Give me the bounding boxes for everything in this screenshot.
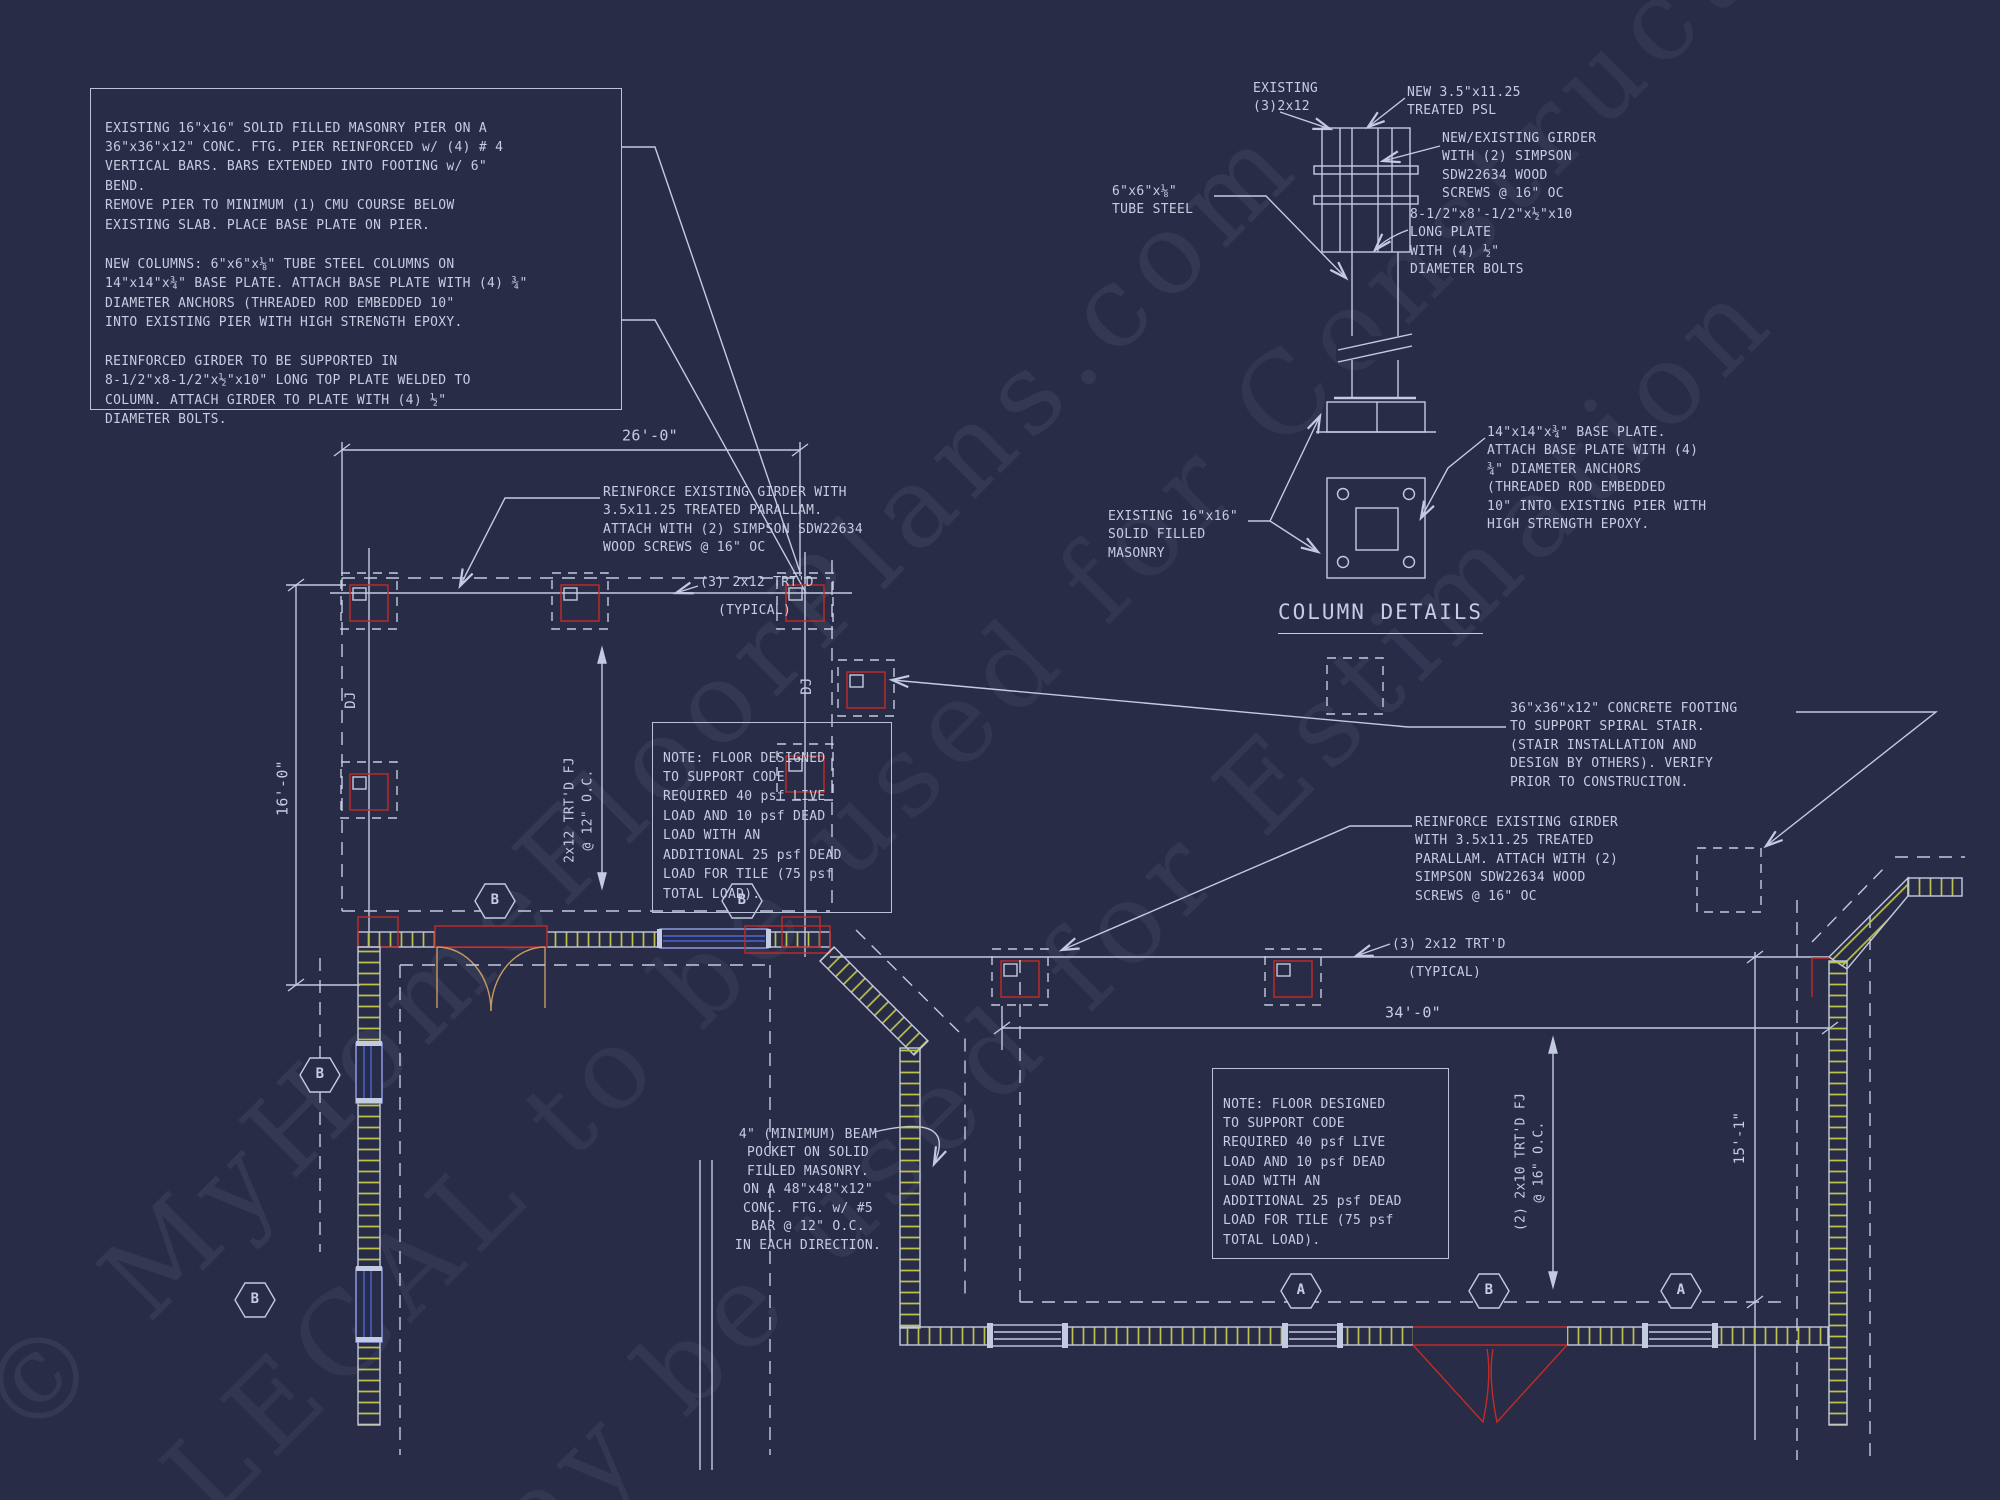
- right-plan-outline: [1019, 856, 1965, 1460]
- marker-b3: B: [315, 1066, 325, 1083]
- label-girder-screws: NEW/EXISTING GIRDER WITH (2) SIMPSON SDW…: [1442, 131, 1597, 202]
- reinforce-girder-leader: [458, 497, 600, 590]
- marker-b1: B: [490, 892, 500, 909]
- floor-note-box-left: NOTE: FLOOR DESIGNED TO SUPPORT CODE REQ…: [652, 722, 892, 914]
- marker-b4: B: [250, 1291, 260, 1308]
- dimension-15ft: [1746, 950, 1764, 1440]
- label-joist-right: (3) 2x12 TRT'D: [1392, 937, 1506, 952]
- marker-b5: B: [1484, 1282, 1494, 1299]
- window-bottom-3: [1642, 1323, 1718, 1348]
- dimension-16ft: [286, 578, 360, 992]
- marker-a1: A: [1296, 1282, 1306, 1299]
- joist-arrow-right: [1548, 1035, 1558, 1290]
- masonry-wall-top: [357, 916, 831, 949]
- marker-a2: A: [1676, 1282, 1686, 1299]
- label-joist-typical-right: (TYPICAL): [1408, 965, 1482, 980]
- label-joist-typical-left: (TYPICAL): [718, 603, 792, 618]
- masonry-wall-bottom: [899, 1323, 1829, 1424]
- beam-pocket-leader: [873, 1125, 947, 1168]
- stair-junction-walls: [744, 925, 966, 1329]
- spec-note-box: EXISTING 16"x16" SOLID FILLED MASONRY PI…: [90, 88, 622, 427]
- window-bottom-2: [1282, 1323, 1343, 1348]
- floor-note-right-text: NOTE: FLOOR DESIGNED TO SUPPORT CODE REQ…: [1223, 1096, 1402, 1248]
- label-masonry: EXISTING 16"x16" SOLID FILLED MASONRY: [1108, 509, 1239, 561]
- dim-34ft-label: 34'-0": [1385, 1003, 1441, 1022]
- dim-16ft-label: 16'-0": [273, 760, 292, 816]
- masonry-wall-right: [1811, 876, 1963, 1426]
- dim-15ft-label: 15'-1": [1732, 1111, 1749, 1165]
- beam-pocket-walls: [699, 1160, 713, 1470]
- spec-note-leaders: [622, 146, 807, 594]
- label-dj-right: DJ: [799, 677, 816, 695]
- lower-left-room-outline: [319, 958, 771, 1455]
- window-bottom-1: [987, 1323, 1068, 1348]
- joist-label-leader-right: [1352, 943, 1391, 958]
- window-top-wall: [657, 928, 771, 949]
- section-markers: [234, 883, 1702, 1318]
- double-door: [436, 946, 546, 1012]
- upper-plan-girders: [330, 548, 852, 957]
- label-new-psl: NEW 3.5"x11.25 TREATED PSL: [1407, 85, 1521, 119]
- french-door: [1412, 1326, 1568, 1424]
- joist-label-leader-left: [672, 581, 699, 595]
- dimension-26ft: [333, 442, 809, 576]
- label-tube-steel: 6"x6"x⅛" TUBE STEEL: [1112, 184, 1194, 218]
- label-dj-left: DJ: [343, 691, 360, 709]
- label-beam-pocket: 4" (MINIMUM) BEAM POCKET ON SOLID FILLED…: [734, 1127, 882, 1253]
- label-reinforce-girder-right: REINFORCE EXISTING GIRDER WITH 3.5x11.25…: [1415, 815, 1619, 904]
- label-reinforce-girder-left: REINFORCE EXISTING GIRDER WITH 3.5x11.25…: [603, 485, 864, 556]
- column-details-title: COLUMN DETAILS: [1278, 598, 1484, 634]
- floor-note-box-right: NOTE: FLOOR DESIGNED TO SUPPORT CODE REQ…: [1212, 1068, 1449, 1260]
- floor-note-left-text: NOTE: FLOOR DESIGNED TO SUPPORT CODE REQ…: [663, 750, 842, 902]
- label-long-plate: 8-1/2"x8'-1/2"x½"x10 LONG PLATE WITH (4)…: [1410, 207, 1573, 278]
- label-existing-girder: EXISTING (3)2x12: [1253, 81, 1319, 115]
- base-plate-plan-view: [1326, 477, 1426, 579]
- joist-arrow-upper: [597, 645, 607, 891]
- label-footing-note: 36"x36"x12" CONCRETE FOOTING TO SUPPORT …: [1510, 701, 1738, 790]
- window-left-wall-1: [355, 1041, 383, 1104]
- column-detail-drawing: [1214, 97, 1486, 579]
- marker-b2: B: [737, 892, 747, 909]
- label-joist-left: (3) 2x12 TRT'D: [700, 575, 814, 590]
- window-left-wall-2: [355, 1266, 383, 1343]
- spec-note-text: EXISTING 16"x16" SOLID FILLED MASONRY PI…: [105, 120, 528, 428]
- label-joist-dim-left: 2x12 TRT'D FJ @ 12" O.C.: [562, 757, 596, 863]
- pier-footings: [340, 572, 1762, 1006]
- footing-note-leader-right: [1763, 711, 1939, 849]
- reinforce-girder2-leader: [1058, 825, 1412, 952]
- footing-note-leader-left: [888, 674, 1506, 728]
- label-base-plate: 14"x14"x¾" BASE PLATE. ATTACH BASE PLATE…: [1487, 425, 1707, 533]
- spiral-stair-footing: [1696, 847, 1762, 913]
- label-joist-dim-right: (2) 2x10 TRT'D FJ @ 16" O.C.: [1513, 1092, 1547, 1232]
- masonry-wall-left: [355, 946, 383, 1426]
- empty-footing: [1326, 657, 1384, 715]
- dim-26ft-label: 26'-0": [622, 426, 678, 445]
